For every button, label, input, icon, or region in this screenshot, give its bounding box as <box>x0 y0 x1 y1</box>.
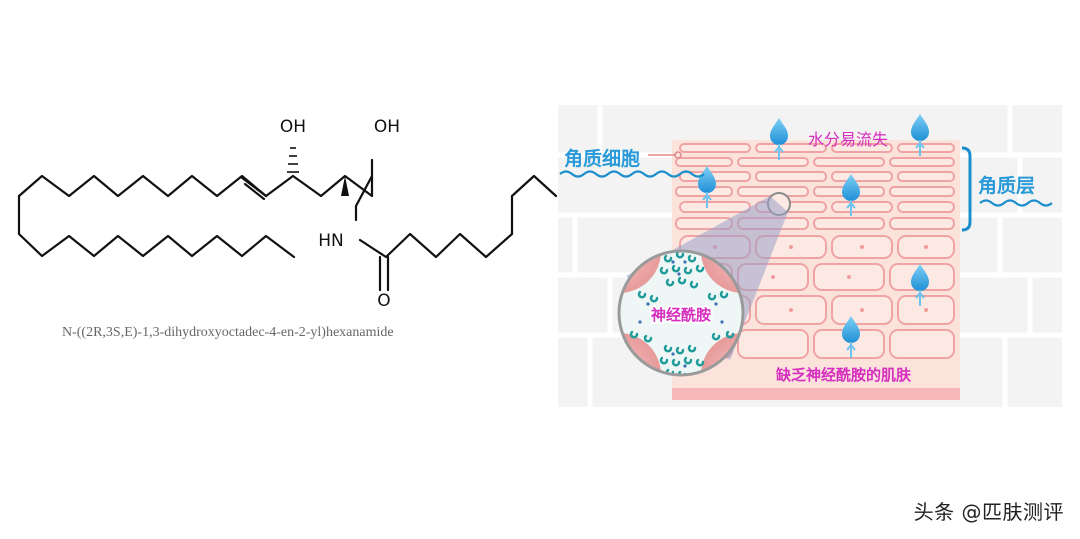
skin-barrier-diagram: 角质细胞 水分易流失 角质层 神经酰胺 缺乏神经酰胺的肌肤 <box>558 105 1062 407</box>
corneocyte-label: 角质细胞 <box>564 147 640 170</box>
iupac-name: N-((2R,3S,E)-1,3-dihydroxyoctadec-4-en-2… <box>62 325 394 340</box>
double-bond-line <box>243 182 266 201</box>
lower-alkyl-chain <box>17 194 296 259</box>
hydroxyl-label-2: OH <box>374 117 400 137</box>
carbonyl-oxygen-label: O <box>377 291 390 311</box>
ceramide-structure <box>17 158 558 292</box>
ceramide-magnified-view <box>619 251 743 375</box>
ceramide-label: 神经酰胺 <box>651 306 711 324</box>
hashed-wedge-bond <box>287 147 299 173</box>
water-loss-label: 水分易流失 <box>808 130 888 149</box>
stratum-corneum-label: 角质层 <box>978 174 1035 197</box>
hydroxyl-label-1: OH <box>280 117 306 137</box>
wedge-bond <box>341 176 349 196</box>
upper-alkyl-chain <box>17 174 268 198</box>
layer-bracket <box>961 146 972 232</box>
watermark: 头条 @匹肤测评 <box>913 500 1064 524</box>
wave-indicator-left <box>559 170 705 178</box>
wave-indicator-right <box>979 199 1053 207</box>
deficient-skin-label: 缺乏神经酰胺的肌肤 <box>775 366 912 384</box>
amine-label: HN <box>318 231 344 251</box>
